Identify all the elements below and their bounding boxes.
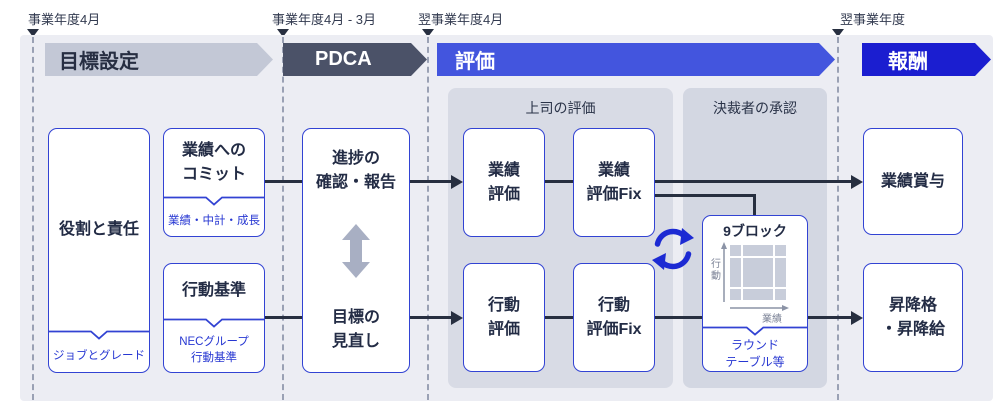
node-title-line: 見直し — [331, 333, 380, 350]
timeline-marker-icon — [27, 29, 39, 37]
node-title: 進捗の 確認・報告 — [303, 129, 409, 213]
node-title: 昇降格 ・昇降給 — [864, 264, 962, 371]
connector-pdca-to-perf-eval — [410, 180, 452, 183]
timeline-marker-icon — [422, 29, 434, 37]
node-subtitle-line: ラウンド — [730, 337, 779, 352]
cycle-refresh-icon — [648, 224, 698, 279]
connector-branch-to-nine-block — [655, 194, 756, 197]
nine-block-axis-x: 業績 — [762, 312, 782, 325]
node-title-line: ・昇降給 — [880, 320, 945, 338]
connector-pdca-to-behavior-eval — [410, 316, 452, 319]
nine-block-axis-y-char2: 動 — [711, 269, 721, 282]
timeline-divider — [32, 37, 34, 400]
node-subtitle: 業績・中計・成長 — [168, 214, 260, 227]
divider-chevron-icon — [164, 196, 264, 206]
node-role-and-responsibility: 役割と責任 ジョブとグレード — [48, 128, 150, 373]
stage-arrow-evaluation: 評価 — [437, 43, 835, 76]
connector-branch-to-nine-block-drop — [753, 194, 756, 218]
connector-commit-to-pdca — [265, 180, 302, 183]
node-subtitle: ラウンド テーブル等 — [703, 336, 807, 371]
stage-label: 評価 — [455, 51, 495, 73]
node-subtitle-line: 行動基準 — [191, 352, 237, 364]
stage-label: 報酬 — [888, 51, 928, 73]
node-title-line: 確認・報告 — [315, 174, 396, 191]
node-subtitle-line: テーブル等 — [725, 354, 785, 369]
nine-block-grid-icon: 行 動 業績 — [703, 240, 807, 326]
node-title: 9ブロック — [723, 223, 787, 240]
node-performance-evaluation-fix: 業績 評価Fix — [573, 128, 655, 237]
timeline-label-fiscal-april: 事業年度4月 — [28, 12, 101, 27]
node-subtitle-line: NECグループ — [179, 335, 249, 348]
timeline-divider — [837, 37, 839, 400]
panel-title: 決裁者の承認 — [713, 100, 797, 116]
timeline-label-next-fiscal-year: 翌事業年度 — [840, 12, 906, 27]
arrowhead-icon — [451, 310, 463, 325]
node-title-line: コミット — [181, 165, 246, 183]
node-subtitle: ジョブとグレード — [53, 349, 145, 362]
node-title-line: 昇降格 — [888, 296, 937, 314]
node-title-line: 業績 — [487, 161, 520, 179]
node-performance-commitment: 業績への コミット 業績・中計・成長 — [163, 128, 265, 237]
node-performance-bonus: 業績賞与 — [863, 128, 963, 235]
connector-perf-fix-to-bonus — [655, 180, 851, 183]
node-code-of-conduct: 行動基準 NECグループ 行動基準 — [163, 263, 265, 373]
connector-perf-eval-to-fix — [545, 180, 573, 183]
node-behavior-evaluation-fix: 行動 評価Fix — [573, 263, 655, 372]
stage-label: 目標設定 — [59, 51, 139, 73]
node-title-line: 評価 — [487, 185, 520, 203]
node-title: 業績 評価 — [464, 129, 544, 236]
connector-conduct-to-pdca — [265, 316, 302, 319]
node-title: 行動 評価Fix — [574, 264, 654, 371]
node-title-line: 評価 — [487, 320, 520, 338]
arrowhead-icon — [451, 174, 463, 189]
timeline-divider — [282, 37, 284, 400]
stage-arrow-pdca: PDCA — [283, 43, 427, 76]
timeline-marker-icon — [832, 29, 844, 37]
node-promotion-demotion: 昇降格 ・昇降給 — [863, 263, 963, 372]
node-title-line: 行動 — [487, 296, 520, 314]
node-title: 行動基準 — [181, 282, 246, 299]
node-title: 役割と責任 — [58, 220, 139, 238]
node-title: 行動 評価 — [464, 264, 544, 371]
node-nine-block: 9ブロック 行 動 業績 — [702, 215, 808, 372]
timeline-marker-icon — [277, 29, 289, 37]
node-title: 目標の 見直し — [303, 288, 409, 372]
node-title-line: 目標の — [331, 309, 380, 326]
timeline-label-fiscal-apr-mar: 事業年度4月 - 3月 — [272, 12, 377, 27]
stage-arrow-goal-setting: 目標設定 — [45, 43, 273, 76]
node-title: 業績への コミット — [164, 129, 264, 196]
node-title: 業績賞与 — [880, 172, 945, 190]
node-pdca-cycle: 進捗の 確認・報告 目標の 見直し — [302, 128, 410, 373]
divider-chevron-icon — [703, 327, 807, 337]
connector-behavior-eval-to-fix — [545, 316, 573, 319]
nine-block-axis-y-char1: 行 — [711, 257, 721, 270]
divider-chevron-icon — [49, 330, 149, 340]
timeline-divider — [427, 37, 429, 400]
node-title-line: 評価Fix — [586, 320, 642, 338]
node-performance-evaluation: 業績 評価 — [463, 128, 545, 237]
node-title-line: 行動 — [597, 296, 630, 314]
arrowhead-icon — [851, 174, 863, 189]
stage-label: PDCA — [315, 48, 372, 70]
node-title-line: 業績への — [181, 141, 246, 159]
node-title-line: 評価Fix — [586, 185, 642, 203]
node-behavior-evaluation: 行動 評価 — [463, 263, 545, 372]
arrowhead-icon — [851, 310, 863, 325]
node-title-line: 業績 — [597, 161, 630, 179]
node-title-line: 進捗の — [331, 150, 380, 167]
node-title: 業績 評価Fix — [574, 129, 654, 236]
panel-title: 上司の評価 — [525, 100, 596, 116]
stage-arrow-reward: 報酬 — [862, 43, 991, 76]
node-subtitle: NECグループ 行動基準 — [164, 328, 264, 372]
timeline-label-next-fiscal-april: 翌事業年度4月 — [418, 12, 504, 27]
up-down-arrow-icon — [303, 213, 409, 288]
divider-chevron-icon — [164, 318, 264, 328]
